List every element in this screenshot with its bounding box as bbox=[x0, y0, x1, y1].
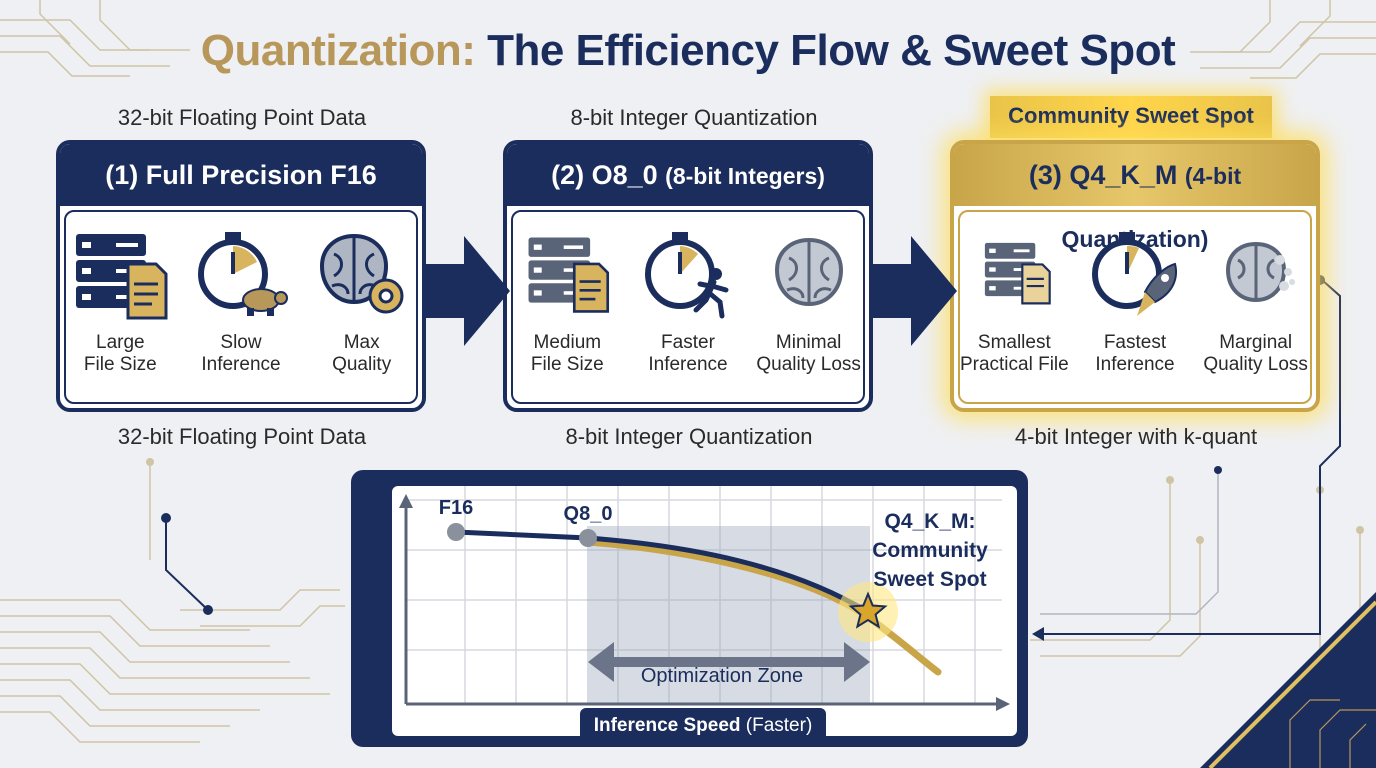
server-file-icon bbox=[76, 234, 168, 320]
stage-card-title: (2) O8_0 bbox=[551, 160, 658, 190]
stage-item: Minimal Quality Loss bbox=[751, 230, 867, 376]
stage-item: Fastest Inference bbox=[1077, 230, 1193, 376]
page-title: Quantization: The Efficiency Flow & Swee… bbox=[0, 26, 1376, 76]
title-part2: The Efficiency Flow & Sweet Spot bbox=[487, 26, 1176, 75]
server-file-icon bbox=[985, 242, 1052, 305]
chart-grid bbox=[406, 486, 1002, 704]
stopwatch-rocket-icon bbox=[1091, 232, 1177, 316]
item-label: Slow Inference bbox=[201, 332, 281, 375]
flow-arrow-1 bbox=[424, 236, 510, 346]
title-part1: Quantization: bbox=[200, 26, 476, 75]
stage-card-q4km: (3) Q4_K_M (4-bit Quantization) Smallest… bbox=[950, 140, 1320, 412]
stage-item: Slow Inference bbox=[183, 230, 299, 376]
stage-card-header: (2) O8_0 (8-bit Integers) bbox=[507, 144, 869, 206]
item-label: Minimal Quality Loss bbox=[756, 332, 861, 375]
stage1-bottom-caption: 32-bit Floating Point Data bbox=[117, 424, 367, 449]
data-point-f16 bbox=[447, 523, 465, 541]
x-axis bbox=[406, 697, 1010, 711]
server-file-icon bbox=[528, 237, 610, 313]
stage-item: Max Quality bbox=[304, 230, 420, 376]
flow-arrow-2 bbox=[871, 236, 957, 346]
data-point-q8-0 bbox=[579, 529, 597, 547]
quality-curve bbox=[453, 529, 871, 615]
item-label: Medium File Size bbox=[530, 332, 604, 375]
stage-card-subtitle: (8-bit Integers) bbox=[665, 163, 825, 189]
stage-card-subtitle: (4-bit Quantization) bbox=[1061, 163, 1242, 252]
item-label: Faster Inference bbox=[648, 332, 728, 375]
stage-items: Medium File Size Faster Inference Minima… bbox=[507, 230, 869, 376]
stage3-bottom-caption: 4-bit Integer with k-quant bbox=[1014, 424, 1258, 449]
optimization-zone bbox=[587, 526, 870, 704]
stage-card-q8: (2) O8_0 (8-bit Integers) Medium File Si… bbox=[503, 140, 873, 412]
sweet-spot-star bbox=[848, 591, 888, 629]
stage-card-header: (1) Full Precision F16 bbox=[60, 144, 422, 206]
stage-card-body bbox=[64, 210, 418, 404]
stopwatch-runner-icon bbox=[644, 232, 729, 319]
stopwatch-turtle-icon bbox=[197, 232, 288, 316]
zone-label: Optimization Zone bbox=[641, 665, 803, 687]
stage-items: Smallest Practical File Fastest Inferenc… bbox=[954, 230, 1316, 376]
stage-card-body bbox=[958, 210, 1312, 404]
x-axis-label-main: Inference Speed bbox=[593, 715, 741, 736]
stage-item: Large File Size bbox=[62, 230, 178, 376]
stage-card-title: (1) Full Precision F16 bbox=[105, 160, 377, 190]
stage-item: Medium File Size bbox=[509, 230, 625, 376]
zone-double-arrow bbox=[588, 642, 870, 682]
brain-icon bbox=[774, 237, 843, 307]
item-label: Smallest Practical File bbox=[959, 332, 1069, 375]
data-point-label: F16 bbox=[439, 497, 473, 519]
stage2-bottom-caption: 8-bit Integer Quantization bbox=[565, 424, 813, 449]
stage-card-body bbox=[511, 210, 865, 404]
stage1-top-caption: 32-bit Floating Point Data bbox=[117, 105, 367, 130]
sweet-spot-label-line: Q4_K_M: bbox=[884, 510, 975, 533]
sweet-spot-label-line: Community bbox=[872, 539, 988, 562]
item-label: Marginal Quality Loss bbox=[1203, 332, 1308, 375]
stage-item: Faster Inference bbox=[630, 230, 746, 376]
y-axis bbox=[399, 494, 413, 704]
item-label: Fastest Inference bbox=[1095, 332, 1175, 375]
sweet-spot-label-line: Sweet Spot bbox=[873, 568, 986, 591]
stage-card-title: (3) Q4_K_M bbox=[1028, 160, 1178, 190]
quality-curve-gold bbox=[584, 538, 942, 676]
data-point-label: Q8_0 bbox=[564, 503, 613, 525]
stage2-top-caption: 8-bit Integer Quantization bbox=[570, 105, 818, 130]
brain-fading-icon bbox=[1225, 241, 1295, 303]
sweet-spot-banner: Community Sweet Spot bbox=[990, 96, 1272, 138]
stage-item: Marginal Quality Loss bbox=[1198, 230, 1314, 376]
quality-speed-chart: Optimization Zone F16 Q8_0 Q4_K_M: Communit… bbox=[399, 486, 1010, 711]
stage-card-f16: (1) Full Precision F16 Large File Size bbox=[56, 140, 426, 412]
chart-panel bbox=[392, 486, 1017, 736]
item-label: Large File Size bbox=[83, 332, 157, 375]
stage-items: Large File Size Slow Inference Max Quali… bbox=[60, 230, 422, 376]
y-axis-label-paren: (Higher) bbox=[365, 500, 386, 566]
stage-card-header: (3) Q4_K_M (4-bit Quantization) bbox=[954, 144, 1316, 252]
x-axis-label-paren: (Faster) bbox=[745, 715, 813, 736]
stage-item: Smallest Practical File bbox=[956, 230, 1072, 376]
brain-gear-icon bbox=[319, 233, 404, 314]
y-axis-label-text: Model Quality (Higher) bbox=[366, 483, 387, 707]
item-label: Max Quality bbox=[332, 332, 392, 375]
y-axis-label-main: Model Quality bbox=[365, 570, 386, 689]
x-axis-label: Inference Speed (Faster) bbox=[580, 708, 826, 744]
